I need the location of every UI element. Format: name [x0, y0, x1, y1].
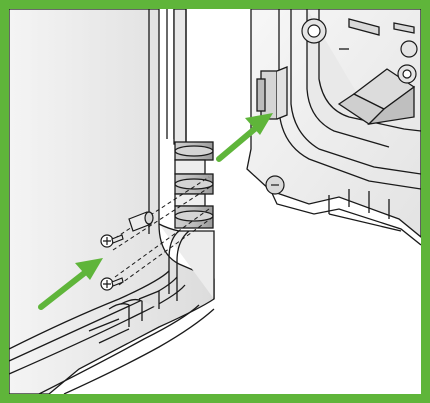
screw-icon	[100, 234, 124, 248]
sleeve-icon	[128, 211, 154, 232]
arrow-to-enclosure-hinge-icon	[216, 113, 273, 162]
screw-icon	[100, 277, 124, 291]
enclosure-box-icon	[246, 9, 421, 246]
hinge-receptacle-icon	[256, 66, 288, 120]
alignment-guides	[108, 176, 214, 286]
hinge-mounting-illustration	[9, 9, 421, 394]
arrow-to-screw-holes-icon	[38, 258, 103, 310]
cable-gland-icon	[265, 18, 418, 195]
hinge-icon	[174, 141, 214, 229]
